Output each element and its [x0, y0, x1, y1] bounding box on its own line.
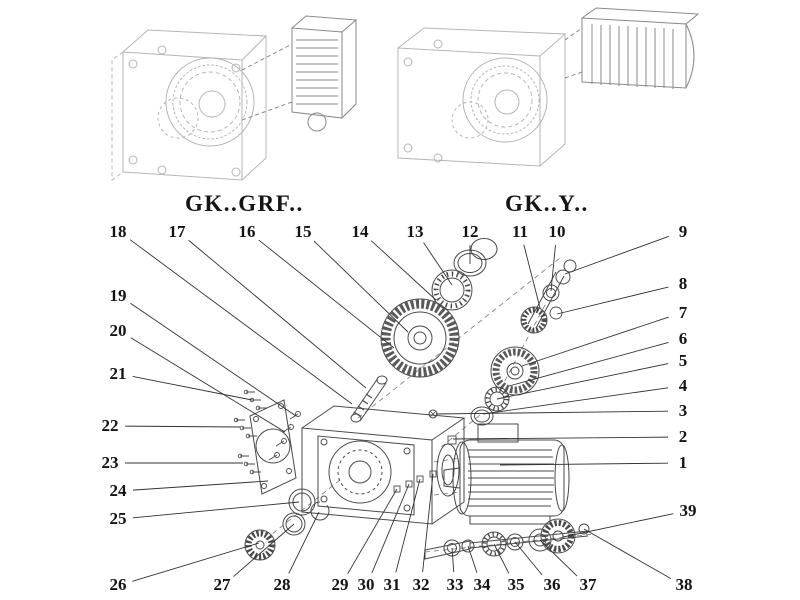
leader-line-9 — [564, 235, 670, 275]
leader-line-16 — [258, 239, 395, 349]
leader-line-1 — [499, 462, 669, 466]
cover-plate — [249, 399, 297, 495]
seal-and-rings — [244, 488, 330, 561]
pinion-shaft-assembly — [520, 259, 577, 334]
housing-bolts — [393, 470, 437, 493]
leader-line-4 — [482, 387, 669, 415]
screw-set-23 — [237, 453, 261, 475]
leader-line-36 — [514, 541, 543, 576]
leader-line-38 — [583, 528, 672, 580]
grf-input-adapter — [241, 15, 358, 132]
leader-line-34 — [467, 545, 478, 573]
leader-line-7 — [521, 316, 669, 367]
leader-line-21 — [132, 376, 253, 401]
gearbox-y-drawing — [397, 27, 567, 167]
leader-line-26 — [132, 542, 260, 582]
screw-set-22 — [233, 417, 257, 439]
y-motor-drawing — [564, 7, 700, 89]
large-gear — [380, 298, 460, 378]
output-shaft-assembly — [424, 518, 590, 560]
leader-line-18 — [129, 239, 353, 405]
leader-line-3 — [435, 410, 669, 415]
leader-line-27 — [233, 523, 295, 577]
leader-line-8 — [556, 286, 669, 315]
leader-line-37 — [539, 539, 578, 577]
screw-set-21 — [243, 389, 267, 411]
leader-line-2 — [452, 436, 669, 440]
intermediate-gear-set — [470, 346, 540, 426]
left-fasteners — [233, 389, 301, 475]
leader-line-10 — [550, 244, 556, 292]
leader-line-28 — [288, 511, 320, 574]
leader-line-22 — [124, 425, 241, 428]
leader-line-24 — [132, 480, 269, 491]
motor — [443, 423, 570, 525]
leader-line-11 — [523, 244, 541, 309]
flange-bolts — [268, 411, 301, 461]
leader-line-20 — [130, 337, 286, 433]
leader-lines — [124, 235, 674, 582]
leader-line-30 — [371, 483, 410, 574]
leader-line-35 — [493, 543, 510, 574]
leader-line-6 — [508, 341, 669, 387]
retaining-rings — [453, 238, 498, 277]
gear-housing — [301, 405, 466, 525]
leader-line-39 — [562, 513, 674, 538]
leader-line-15 — [313, 240, 409, 333]
leader-line-32 — [422, 473, 434, 573]
leader-line-17 — [188, 239, 367, 389]
leader-line-33 — [451, 547, 455, 573]
leader-line-14 — [370, 240, 437, 301]
leader-line-29 — [347, 488, 398, 575]
input-bearing — [431, 269, 473, 311]
gearbox-grf-drawing — [111, 29, 268, 181]
leader-line-13 — [423, 242, 453, 286]
input-shaft — [350, 375, 388, 423]
leader-line-25 — [132, 501, 300, 519]
leader-line-19 — [130, 302, 297, 417]
exploded-view — [233, 238, 596, 561]
leader-line-31 — [395, 478, 421, 573]
leader-line-5 — [496, 363, 669, 400]
